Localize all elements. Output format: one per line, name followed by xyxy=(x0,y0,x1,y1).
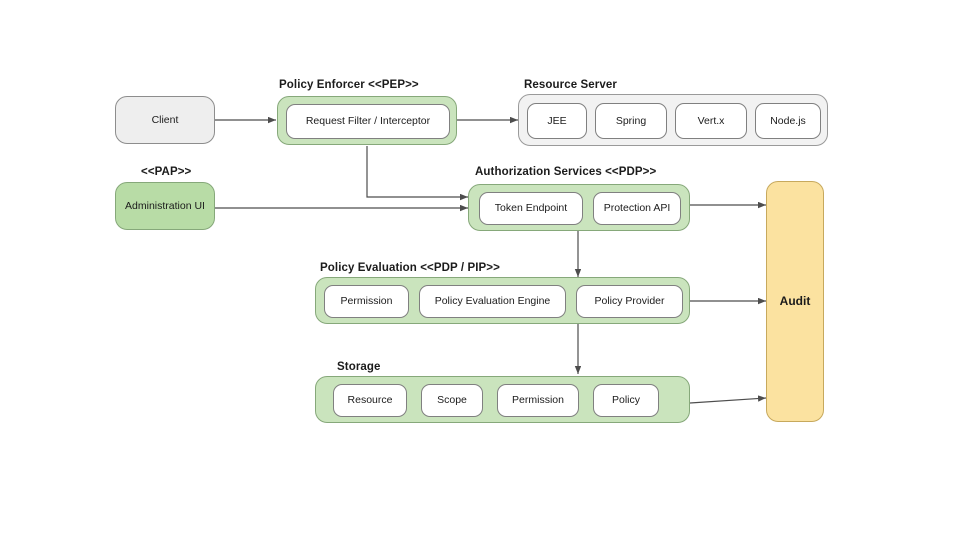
chip-permission[interactable]: Permission xyxy=(497,384,579,417)
chip-label: Policy Provider xyxy=(594,295,665,308)
policy-evaluation-container[interactable]: Permission Policy Evaluation Engine Poli… xyxy=(315,277,690,324)
chip-label: Policy Evaluation Engine xyxy=(434,295,551,308)
storage-group-label: Storage xyxy=(337,361,381,373)
chip-label: Policy xyxy=(611,394,640,407)
client-node[interactable]: Client xyxy=(115,96,215,144)
connector-storage-to-audit xyxy=(689,395,767,404)
pap-group-label: <<PAP>> xyxy=(141,166,192,178)
chip-protection-api[interactable]: Protection API xyxy=(593,192,681,225)
chip-policy-evaluation-engine[interactable]: Policy Evaluation Engine xyxy=(419,285,566,318)
administration-ui-label: Administration UI xyxy=(125,199,205,212)
chip-permission[interactable]: Permission xyxy=(324,285,409,318)
policy-evaluation-group-label: Policy Evaluation <<PDP / PIP>> xyxy=(320,262,500,274)
chip-label: Permission xyxy=(340,295,393,308)
chip-label: Node.js xyxy=(770,114,806,127)
connector-policy-enforcer-to-authorization-services xyxy=(366,146,468,201)
audit-label: Audit xyxy=(779,293,811,308)
authorization-services-group-label: Authorization Services <<PDP>> xyxy=(475,166,657,178)
storage-container[interactable]: Resource Scope Permission Policy xyxy=(315,376,690,423)
policy-enforcer-group-label: Policy Enforcer <<PEP>> xyxy=(279,79,419,91)
chip-request-filter-interceptor[interactable]: Request Filter / Interceptor xyxy=(286,104,450,139)
chip-policy[interactable]: Policy xyxy=(593,384,659,417)
administration-ui-node[interactable]: Administration UI xyxy=(115,182,215,230)
chip-label: Permission xyxy=(512,394,564,407)
chip-label: Scope xyxy=(437,394,467,407)
chip-label: Token Endpoint xyxy=(494,202,568,215)
chip-label: Request Filter / Interceptor xyxy=(305,115,431,128)
client-label: Client xyxy=(151,113,179,126)
chip-nodejs[interactable]: Node.js xyxy=(755,103,821,139)
resource-server-group-label: Resource Server xyxy=(524,79,617,91)
chip-policy-provider[interactable]: Policy Provider xyxy=(576,285,683,318)
chip-label: Protection API xyxy=(603,202,671,215)
chip-jee[interactable]: JEE xyxy=(527,103,587,139)
policy-enforcer-container[interactable]: Request Filter / Interceptor xyxy=(277,96,457,145)
audit-node[interactable]: Audit xyxy=(766,181,824,422)
chip-label: JEE xyxy=(547,114,567,127)
chip-label: Spring xyxy=(615,114,647,127)
chip-label: Resource xyxy=(347,394,393,407)
chip-resource[interactable]: Resource xyxy=(333,384,407,417)
resource-server-container[interactable]: JEE Spring Vert.x Node.js xyxy=(518,94,828,146)
chip-spring[interactable]: Spring xyxy=(595,103,667,139)
chip-label: Vert.x xyxy=(697,114,725,127)
chip-vertx[interactable]: Vert.x xyxy=(675,103,747,139)
chip-token-endpoint[interactable]: Token Endpoint xyxy=(479,192,583,225)
authorization-services-container[interactable]: Token Endpoint Protection API xyxy=(468,184,690,231)
chip-scope[interactable]: Scope xyxy=(421,384,483,417)
